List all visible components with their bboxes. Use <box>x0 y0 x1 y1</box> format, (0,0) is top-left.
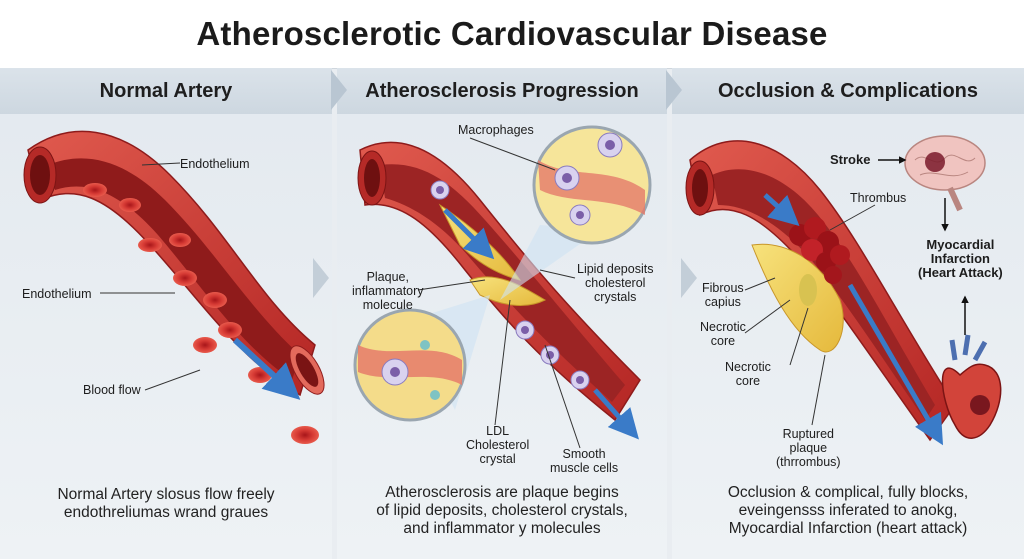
panel-caption: Normal Artery slosus flow freely endothr… <box>57 486 275 521</box>
panel-header: Normal Artery <box>0 68 332 114</box>
panel-atherosclerosis-progression: Atherosclerosis Progression Atherosclero… <box>337 68 667 559</box>
label-thrombus: Thrombus <box>850 191 907 205</box>
chevron-separator-icon <box>313 258 329 298</box>
label-endothelium-top: Endothelium <box>180 157 250 171</box>
label-ruptured-plaque: Ruptured plaque (thrrombus) <box>776 427 841 469</box>
label-smooth-muscle-cells: Smooth muscle cells <box>550 447 619 475</box>
panel-header: Atherosclerosis Progression <box>337 68 667 114</box>
label-blood-flow: Blood flow <box>83 383 141 397</box>
label-fibrous-capius: Fibrous capius <box>702 281 744 309</box>
chevron-separator-icon <box>331 70 347 110</box>
label-myocardial-infarction: Myocardial Infarction (Heart Attack) <box>918 237 1003 280</box>
panel-header: Occlusion & Complications <box>672 68 1024 114</box>
label-ldl-cholesterol: LDL Cholesterol crystal <box>466 424 530 466</box>
panel-normal-artery: Normal Artery Normal Artery slosus flow … <box>0 68 332 559</box>
label-necrotic-core-2: Necrotic core <box>725 360 771 388</box>
label-plaque-inflammatory: Plaque, inflammatory molecule <box>352 270 424 312</box>
panel-caption: Occlusion & complical, fully blocks, eve… <box>727 484 969 537</box>
label-necrotic-core-1: Necrotic core <box>700 320 746 348</box>
label-macrophages: Macrophages <box>458 123 534 137</box>
page-title: Atherosclerotic Cardiovascular Disease <box>0 0 1024 69</box>
chevron-separator-icon <box>681 258 697 298</box>
label-endothelium-left: Endothelium <box>22 287 92 301</box>
label-lipid-deposits: Lipid deposits cholesterol crystals <box>577 262 654 304</box>
panel-occlusion-complications: Occlusion & Complications Occlusion & co… <box>672 68 1024 559</box>
label-stroke: Stroke <box>830 152 871 167</box>
panel-caption: Atherosclerosis are plaque begins of lip… <box>376 484 628 537</box>
chevron-separator-icon <box>666 70 682 110</box>
